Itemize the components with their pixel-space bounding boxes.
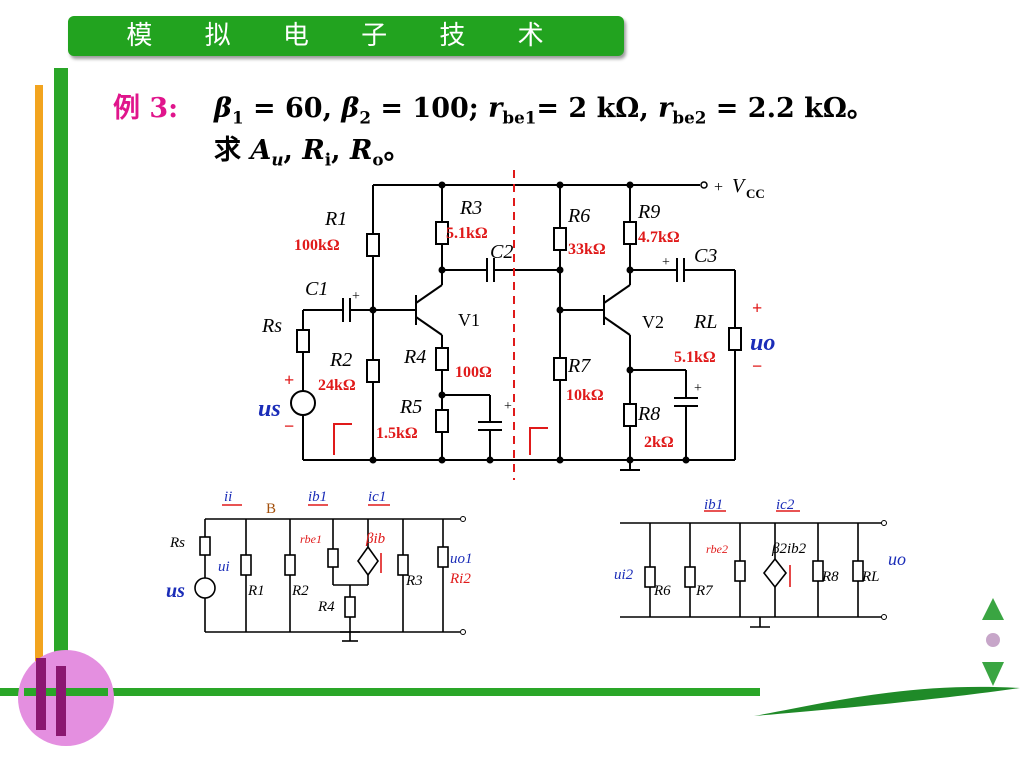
rl-value: 5.1kΩ [674,349,716,366]
v1-label: V1 [458,310,480,330]
svg-text:ic1: ic1 [368,489,386,505]
svg-text:us: us [166,580,185,602]
problem-question: 求 Au, Ri, Ro。 [214,135,411,170]
svg-text:+: + [352,289,360,304]
svg-text:V: V [732,175,747,197]
v2-label: V2 [642,312,664,332]
svg-text:−: − [752,356,762,376]
equivalent-circuit-1: ii B ib1 ic1 Rs ui R1 R2 rbe1 βib R4 R3 … [166,489,473,642]
r5-label: R5 [399,396,422,418]
left-green-bar [54,68,68,718]
svg-text:+: + [284,370,294,390]
c2-label: C2 [490,241,513,263]
r6-value: 33kΩ [568,241,606,258]
r8-label: R8 [637,403,660,425]
bottom-green-bar [0,688,760,696]
triangle-up-icon[interactable] [982,598,1004,620]
r2-label: R2 [329,349,352,371]
svg-text:+: + [662,255,670,270]
title-bar [68,16,624,56]
svg-text:ic2: ic2 [776,497,795,513]
svg-text:β2ib2: β2ib2 [771,541,807,557]
svg-text:+: + [752,298,762,318]
svg-text:R6: R6 [653,583,671,599]
r9-label: R9 [637,201,660,223]
capacitor-logo-icon [18,650,114,746]
r8-value: 2kΩ [644,434,674,451]
svg-text:R3: R3 [405,573,423,589]
rs-label: Rs [261,315,282,337]
c1-label: C1 [305,278,328,300]
r7-label: R7 [567,355,591,377]
r4-label: R4 [403,346,426,368]
r9-value: 4.7kΩ [638,229,680,246]
leaf-swoosh-icon [754,686,1020,716]
svg-text:R1: R1 [247,583,265,599]
svg-text:Ri2: Ri2 [449,571,471,587]
us-label: us [258,396,281,422]
svg-text:CC: CC [746,186,765,201]
svg-text:−: − [284,416,294,436]
page-title: 模 拟 电 子 技 术 [126,21,566,51]
problem-given-values: β1 = 60, β2 = 100; rbe1= 2 kΩ, rbe2 = 2.… [214,93,874,128]
dot-icon[interactable] [986,633,1000,647]
svg-text:+: + [504,399,512,414]
svg-text:+: + [714,179,723,196]
svg-text:ui: ui [218,559,230,575]
r7-value: 10kΩ [566,387,604,404]
navigation-arrows[interactable] [978,596,1008,688]
r3-value: 5.1kΩ [446,225,488,242]
svg-text:uo1: uo1 [450,551,473,567]
svg-text:+: + [694,381,702,396]
svg-text:RL: RL [861,569,880,585]
svg-text:R4: R4 [317,599,335,615]
svg-text:uo: uo [888,549,906,569]
equivalent-circuit-2: ib1 ic2 ui2 R6 R7 rbe2 β2ib2 R8 RL uo [614,497,906,628]
svg-text:ii: ii [224,489,232,505]
r1-value: 100kΩ [294,237,340,254]
svg-text:rbe1: rbe1 [300,532,322,546]
c3-label: C3 [694,245,717,267]
r1-label: R1 [324,208,347,230]
r2-value: 24kΩ [318,377,356,394]
svg-text:R8: R8 [821,569,839,585]
r3-label: R3 [459,197,482,219]
svg-text:ib1: ib1 [308,489,327,505]
svg-text:rbe2: rbe2 [706,542,728,556]
svg-text:R7: R7 [695,583,714,599]
svg-text:R2: R2 [291,583,309,599]
svg-text:ui2: ui2 [614,567,634,583]
triangle-down-icon[interactable] [982,662,1004,686]
example-label: 例 3: [113,93,179,124]
rl-label: RL [693,311,717,333]
svg-text:B: B [266,501,276,517]
uo-label: uo [750,330,775,356]
r6-label: R6 [567,205,590,227]
svg-text:Rs: Rs [169,535,185,551]
svg-text:βib: βib [365,531,386,547]
r5-value: 1.5kΩ [376,425,418,442]
r4-value: 100Ω [455,364,492,381]
left-orange-bar [35,85,43,685]
svg-text:ib1: ib1 [704,497,723,513]
